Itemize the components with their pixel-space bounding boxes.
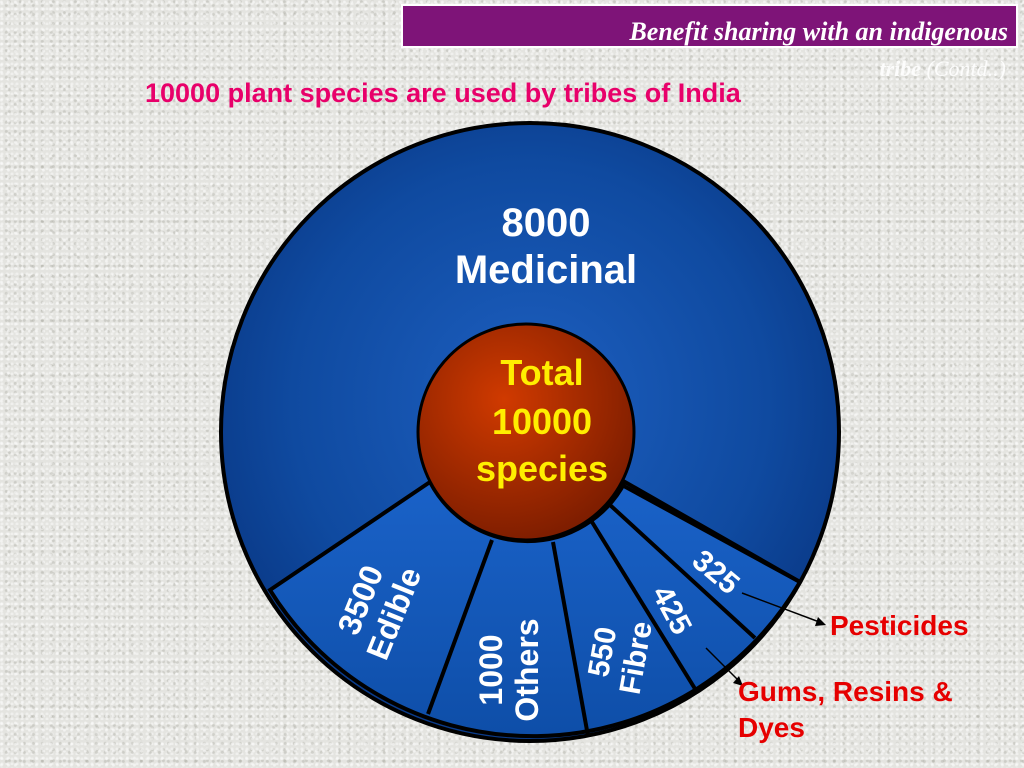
center-line2: 10000 xyxy=(492,401,592,442)
others-label: Others xyxy=(509,618,545,721)
divider-fibre-gums xyxy=(590,520,699,694)
headline: 10000 plant species are used by tribes o… xyxy=(145,78,741,108)
slide-title-continued: tribe (Contd..) xyxy=(879,56,1006,82)
gums-callout: Gums, Resins & Dyes xyxy=(738,674,953,746)
medicinal-value: 8000 xyxy=(502,201,591,245)
gums-callout-line1: Gums, Resins & xyxy=(738,676,953,707)
divider-edible-others xyxy=(426,539,494,715)
center-line3: species xyxy=(476,448,608,489)
gums-arrowhead xyxy=(733,676,743,686)
pesticides-arrow xyxy=(741,592,823,624)
gums-arrow xyxy=(705,647,741,683)
center-circle xyxy=(416,322,636,542)
medicinal-label: Medicinal xyxy=(455,248,637,292)
slide-title: Benefit sharing with an indigenous xyxy=(629,17,1008,46)
pesticides-callout: Pesticides xyxy=(830,610,969,641)
divider-pesticides-medicinal xyxy=(621,483,801,584)
pesticides-arrowhead xyxy=(815,617,826,626)
others-value: 1000 xyxy=(473,634,509,705)
title-contd: (Contd..) xyxy=(921,56,1006,81)
gums-callout-line2: Dyes xyxy=(738,712,805,743)
divider-others-fibre xyxy=(551,541,590,737)
title-bar: Benefit sharing with an indigenous tribe… xyxy=(401,4,1018,81)
others-label-group: 1000 Others xyxy=(473,618,545,721)
center-line1: Total xyxy=(500,352,583,393)
title-tribe-word: tribe xyxy=(879,56,922,81)
divider-gums-pesticides xyxy=(608,503,757,640)
